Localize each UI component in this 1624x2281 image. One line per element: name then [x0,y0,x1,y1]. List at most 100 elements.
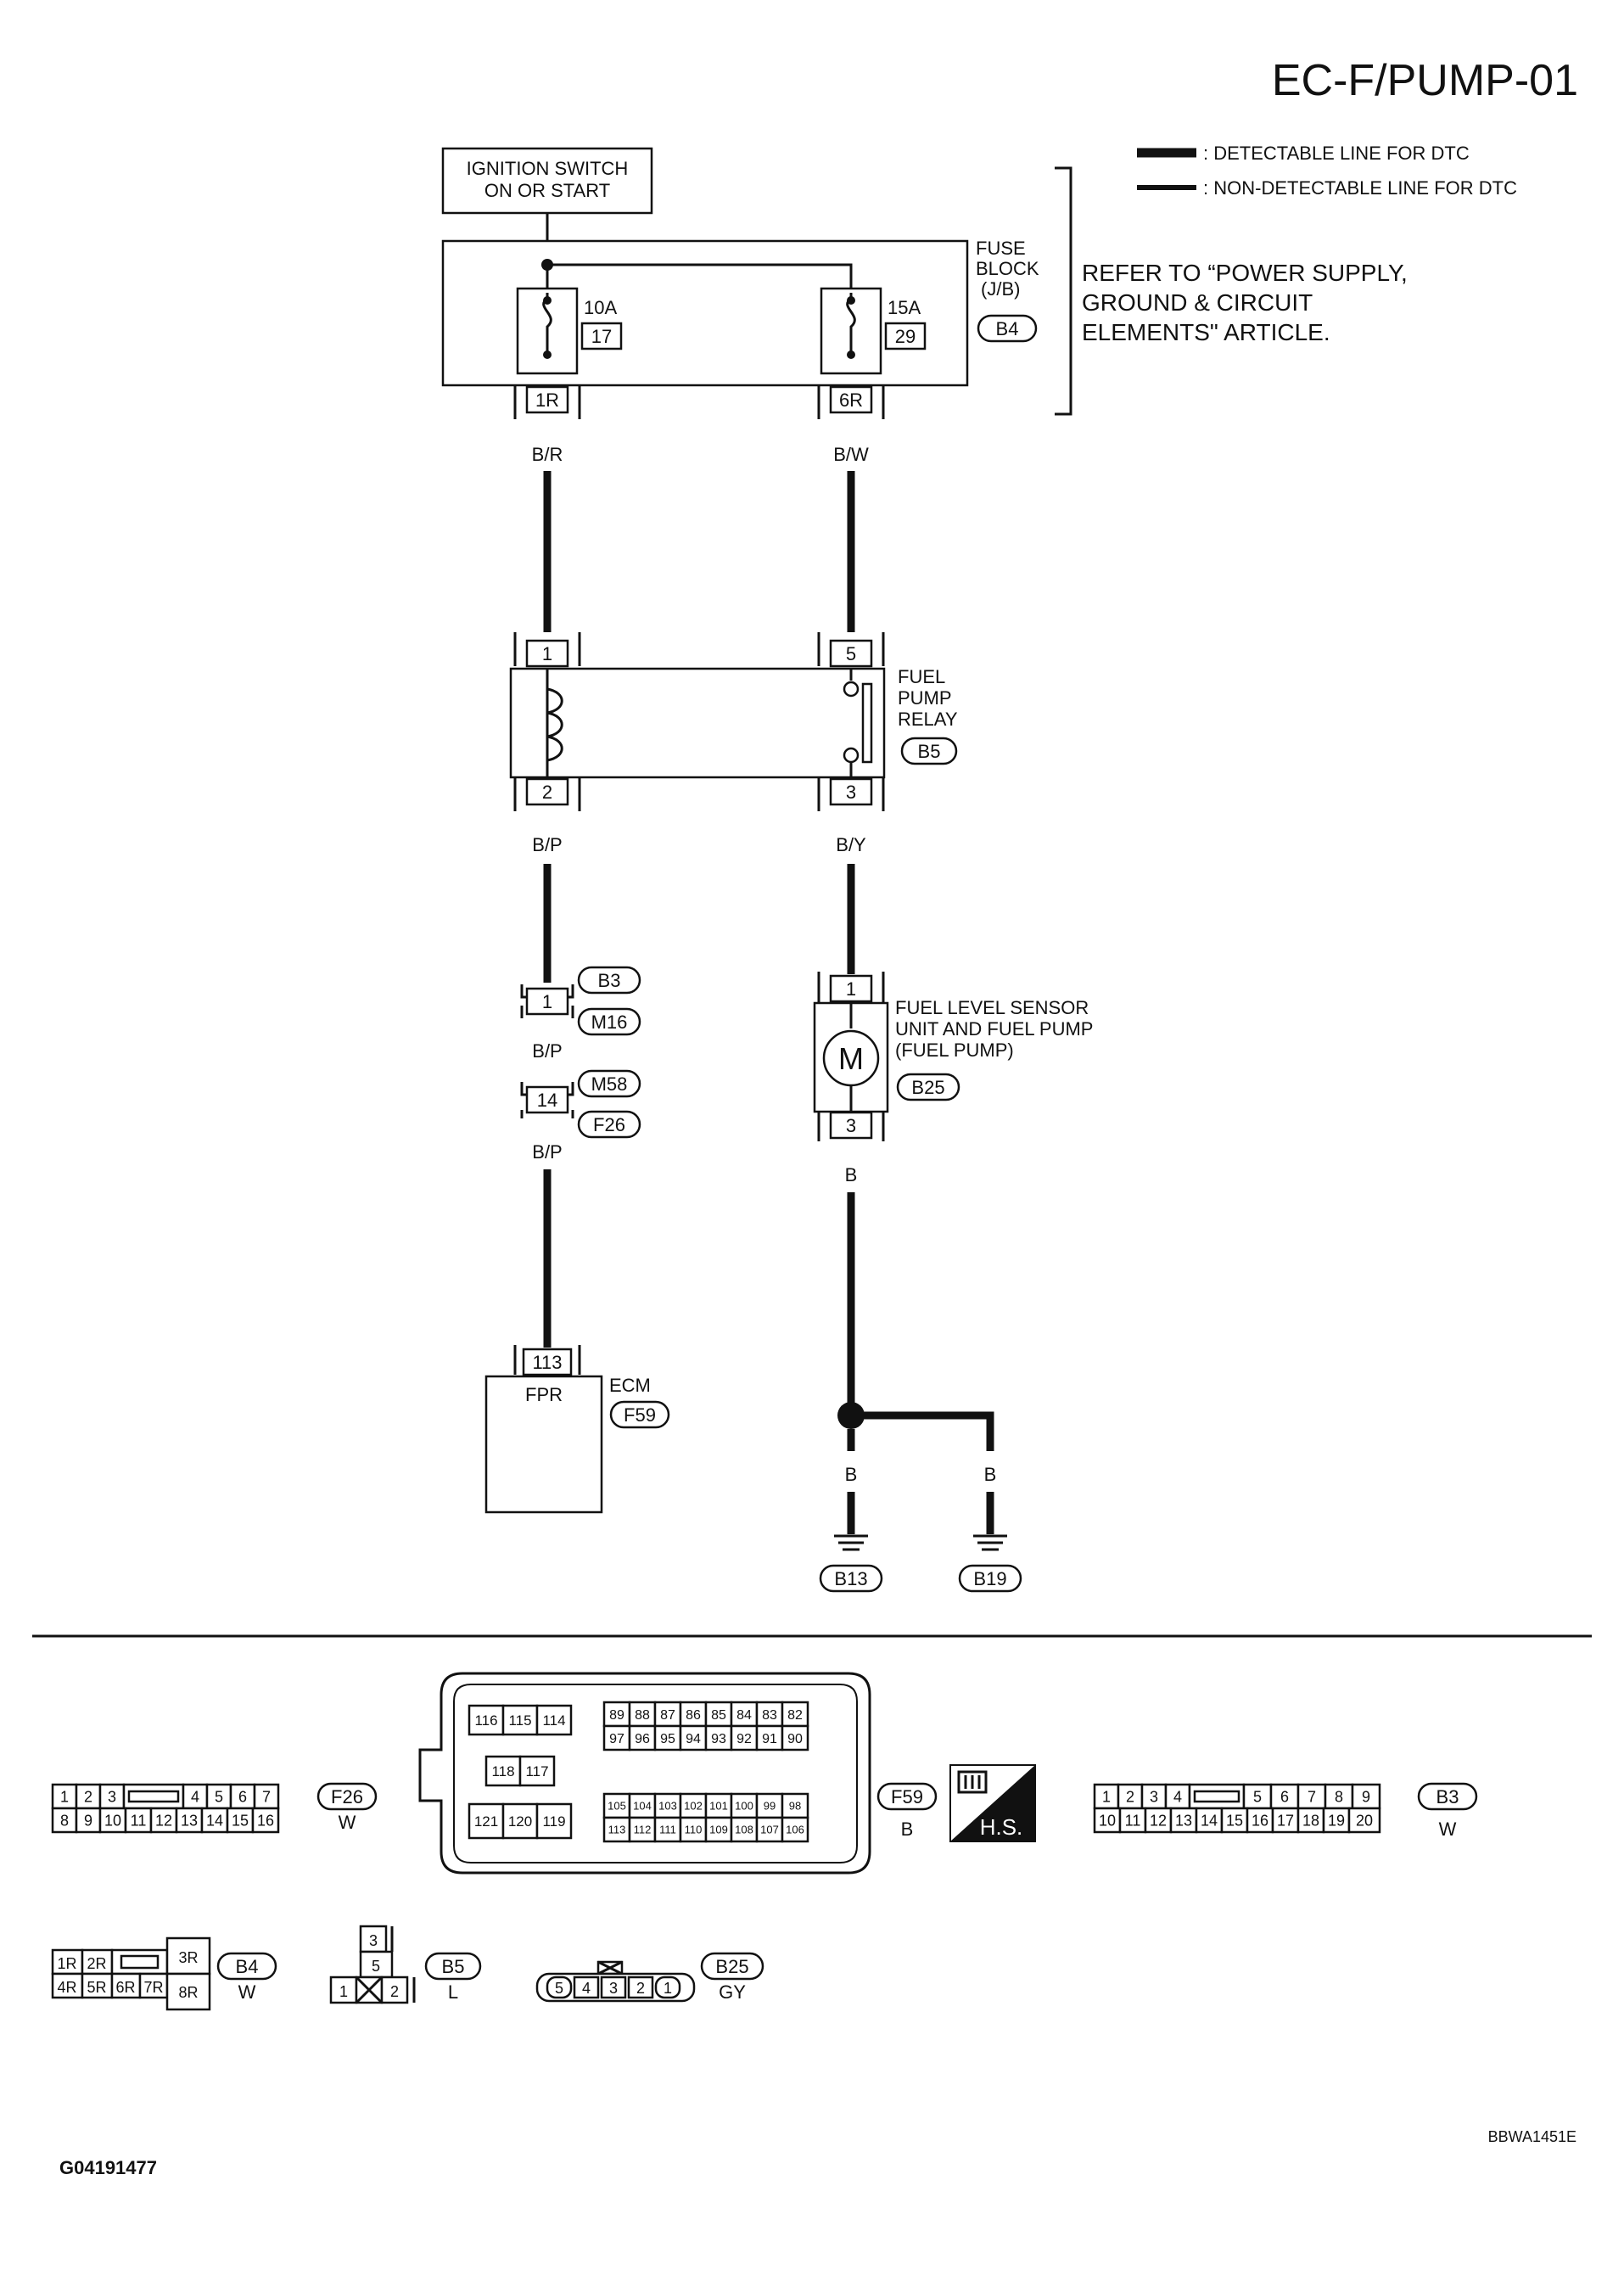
connector-pin: 110 [685,1824,703,1836]
connector-b4-color: W [238,1981,256,2003]
wire-b-branch [851,1411,994,1451]
fuse-left-number: 17 [591,326,612,347]
footer-code-right: BBWA1451E [1488,2128,1576,2145]
relay-switch-icon [861,682,873,764]
terminal-6r: 6R [817,385,885,419]
connector-pin: 7 [262,1788,271,1805]
connector-pin: 14 [1201,1812,1218,1829]
terminal-1r: 1R [513,385,581,419]
ecm: 113 FPR ECM F59 [484,1345,670,1514]
connector-pin: 116 [474,1712,497,1729]
connector-b5-name: B5 [442,1956,465,1977]
connector-f26-name: F26 [331,1786,363,1807]
connector-pin: 14 [206,1812,223,1829]
connector-pin: 111 [659,1824,676,1836]
fuse-block-label1: FUSE [976,238,1026,259]
b4-pin: 8R [178,1984,198,2001]
connector-pin: 82 [787,1708,803,1723]
b25-pin: 4 [582,1980,591,1997]
fuse-block-label3: (J/B) [981,278,1020,300]
connector-pin: 97 [609,1732,624,1746]
connector-b4: 1R 2R 3R 4R 5R 6R 7R 8R B4 W [51,1936,277,2011]
connector-pin: 101 [709,1800,728,1813]
b25-pin: 3 [609,1980,618,1997]
connector-pin: 7 [1308,1788,1316,1805]
connector-pin: 2 [1126,1788,1134,1805]
fuel-pump-unit: 1 M 3 FUEL LEVEL SENSOR UNIT AND FUEL PU… [813,972,1093,1141]
connector-pin: 6 [1280,1788,1289,1805]
connector-pin: 17 [1277,1812,1294,1829]
b5-pin: 3 [369,1932,378,1949]
connector-pin: 102 [684,1800,703,1813]
connector-pin: 117 [525,1763,548,1779]
connector-pin: 90 [787,1732,803,1746]
connector-pin: 4 [1173,1788,1182,1805]
legend: : DETECTABLE LINE FOR DTC : NON-DETECTAB… [1137,143,1517,199]
relay-label2: PUMP [898,687,952,709]
fuse-block: 10A 17 15A 29 FUSE BLOCK (J/B) B4 [441,238,1039,387]
fuel-pump-relay: 1 5 2 3 FUEL PUMP RELAY B5 [509,632,958,811]
jc1-top-connector: B3 [598,970,621,991]
connector-pin: 121 [474,1813,498,1830]
relay-pin5: 5 [846,643,856,664]
connector-pin: 94 [686,1732,701,1746]
jc1-pin: 1 [542,991,552,1012]
terminal-1r-label: 1R [535,390,559,411]
connector-pin: 83 [762,1708,777,1723]
hs-label: H.S. [980,1814,1023,1840]
relay-label3: RELAY [898,709,958,730]
fuse-right-number: 29 [895,326,916,347]
pump-label3: (FUEL PUMP) [895,1040,1014,1061]
b4-pin: 1R [57,1955,76,1972]
b4-pin: 7R [143,1979,163,1996]
connector-pin: 11 [131,1812,147,1829]
wire-label-br: B/R [532,444,563,465]
relay-label1: FUEL [898,666,945,687]
refer-note-line3: ELEMENTS" ARTICLE. [1082,319,1330,345]
connector-pin: 109 [709,1824,728,1836]
connector-pin: 3 [108,1788,116,1805]
connector-b25-color: GY [719,1981,746,2003]
connector-pin: 98 [789,1800,801,1813]
b25-pin: 2 [636,1980,645,1997]
latch-icon [1193,1790,1240,1803]
connector-b25-name: B25 [715,1956,748,1977]
fuse-block-connector: B4 [996,318,1019,339]
jc1-bottom-connector: M16 [591,1012,628,1033]
latch-icon [127,1790,180,1803]
connector-pin: 5 [1253,1788,1262,1805]
wire-label-bp1: B/P [532,834,562,855]
connector-pin: 100 [735,1800,753,1813]
legend-detectable-label: : DETECTABLE LINE FOR DTC [1203,143,1470,164]
wire-label-b2: B [845,1464,858,1485]
connector-pin: 105 [608,1800,626,1813]
connector-b4-name: B4 [236,1956,259,1977]
connector-pin: 8 [1335,1788,1343,1805]
wire-label-bp2: B/P [532,1040,562,1062]
legend-non-detectable-label: : NON-DETECTABLE LINE FOR DTC [1203,177,1517,199]
refer-note-line1: REFER TO “POWER SUPPLY, [1082,260,1408,286]
fuse-right-amp: 15A [888,297,921,318]
pump-label2: UNIT AND FUEL PUMP [895,1018,1093,1040]
b4-pin: 5R [87,1979,106,1996]
connector-b5-color: L [448,1981,458,2003]
connector-pin: 103 [658,1800,677,1813]
connector-pin: 104 [633,1800,652,1813]
jc2-pin: 14 [537,1090,557,1111]
wire-label-bw: B/W [833,444,869,465]
connector-pin: 13 [1175,1812,1192,1829]
connector-pin: 88 [635,1708,650,1723]
ignition-switch-line1: IGNITION SWITCH [467,158,629,179]
wire-label-by: B/Y [836,834,866,855]
connector-f26-color: W [339,1812,356,1833]
connector-pin: 11 [1125,1812,1141,1829]
b25-pin: 5 [555,1980,563,1997]
footer-code-left: G04191477 [59,2157,157,2178]
connector-pin: 15 [1226,1812,1243,1829]
pump-connector: B25 [911,1077,944,1098]
wire-label-b1: B [845,1164,858,1185]
connector-pin: 5 [215,1788,223,1805]
